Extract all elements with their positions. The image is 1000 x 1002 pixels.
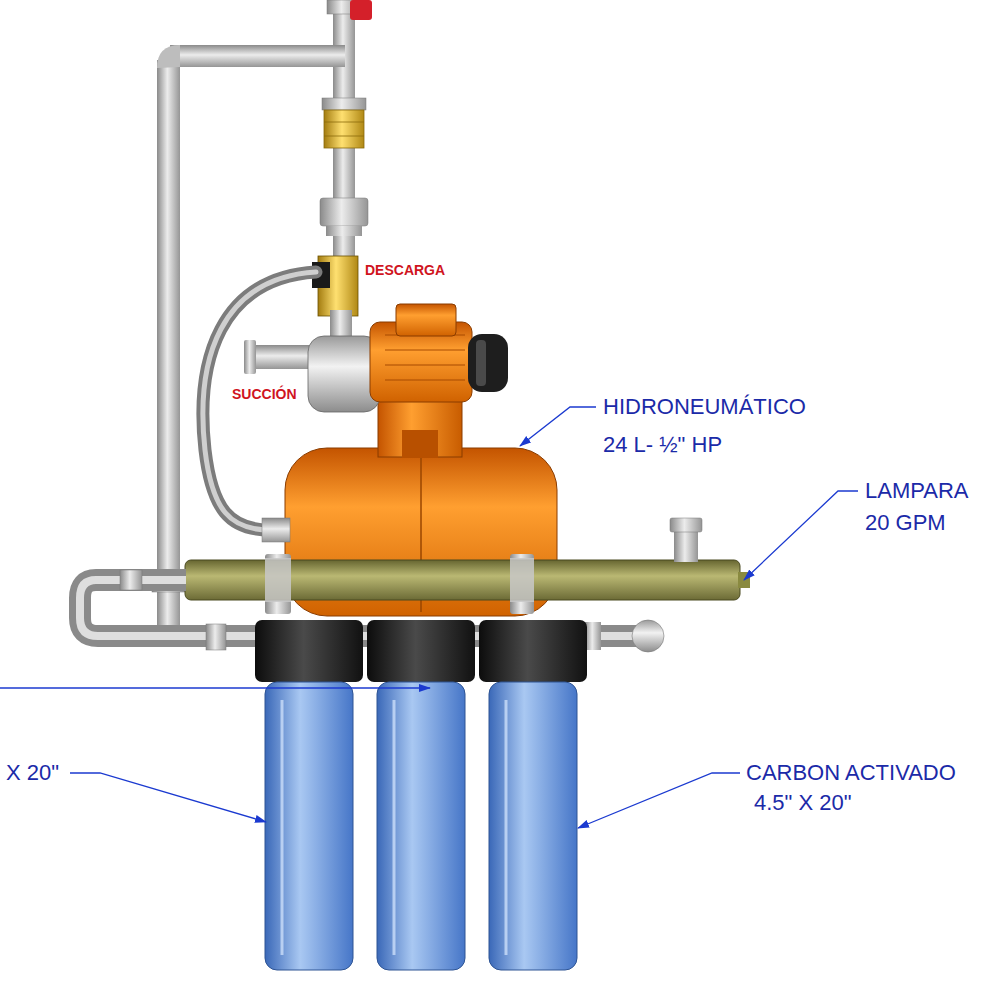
part-name: CARBON ACTIVADO [746,760,956,785]
part-spec: 4.5" X 20" [754,790,852,815]
part-name: LAMPARA [865,478,969,503]
part-spec: 24 L- ½" HP [603,432,722,457]
port-label: SUCCIÓN [232,386,297,402]
port-label: DESCARGA [365,262,445,278]
part-spec: 20 GPM [865,510,946,535]
part-spec: X 20" [6,760,59,785]
part-name: HIDRONEUMÁTICO [603,394,806,419]
